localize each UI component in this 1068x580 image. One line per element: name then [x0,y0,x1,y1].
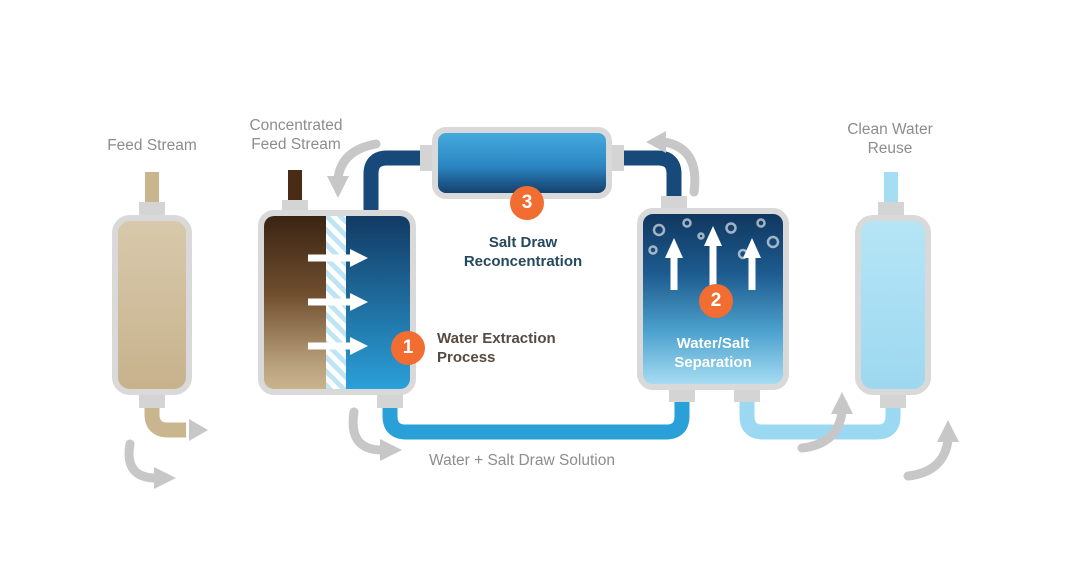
step-3-badge: 3 [510,186,544,220]
clean-water-vessel [855,215,931,395]
flow-arrow-bottom-left-icon [124,439,161,483]
salt-draw-title-line1: Salt Draw [488,234,558,251]
clean-water-reuse-label: Clean Water Reuse [825,121,955,159]
concentrated-feed-label: Concentrated Feed Stream [211,117,381,155]
separation-title-line2: Separation [674,354,752,372]
feed-flow-arrowhead-icon [189,419,208,441]
right-arrow-icons [350,249,368,355]
extraction-vessel [258,210,416,395]
step-1-badge: 1 [391,331,425,365]
step-2-badge: 2 [699,284,733,318]
step-3-number: 3 [521,192,533,213]
flow-direction-arrowheads [154,131,959,489]
draw-return-pipe [363,150,442,228]
salt-draw-title-line2: Reconcentration [463,253,583,271]
draw-supply-pipe [604,150,682,226]
clean-water-reuse-label-line1: Clean Water [847,121,933,138]
diluted-draw-pipe [382,376,690,440]
step-1-number: 1 [402,337,414,358]
feed-outlet-pipe [144,382,186,438]
feed-stream-label: Feed Stream [107,137,197,154]
flow-arrow-top-right-icon [659,137,700,197]
bottom-pipe-label: Water + Salt Draw Solution [429,452,615,469]
water-extraction-title: Water Extraction Process [437,329,617,367]
flow-arrow-separation-out-icon [797,407,847,453]
up-arrow-icons [665,226,761,258]
flow-arrow-under-extraction-icon [348,407,387,455]
clean-water-reuse-label-line2: Reuse [867,139,913,157]
separation-vessel: Water/Salt Separation [637,208,789,390]
flow-arrow-clean-water-icon [903,435,953,481]
concentrated-feed-label-line1: Concentrated [249,117,343,134]
salt-draw-title: Salt Draw Reconcentration [428,233,618,271]
flow-direction-arrows [124,137,953,483]
step-2-number: 2 [710,290,722,311]
clean-water-pipe [739,376,901,440]
concentrated-feed-label-line2: Feed Stream [251,135,341,153]
feed-vessel [112,215,192,395]
separation-title: Water/Salt Separation [643,334,783,372]
water-extraction-title-line2: Process [437,349,496,367]
flow-arrow-top-left-icon [333,139,381,183]
water-extraction-title-line1: Water Extraction [437,330,556,347]
separation-title-line1: Water/Salt [676,335,750,352]
osmosis-arrows [308,249,368,355]
